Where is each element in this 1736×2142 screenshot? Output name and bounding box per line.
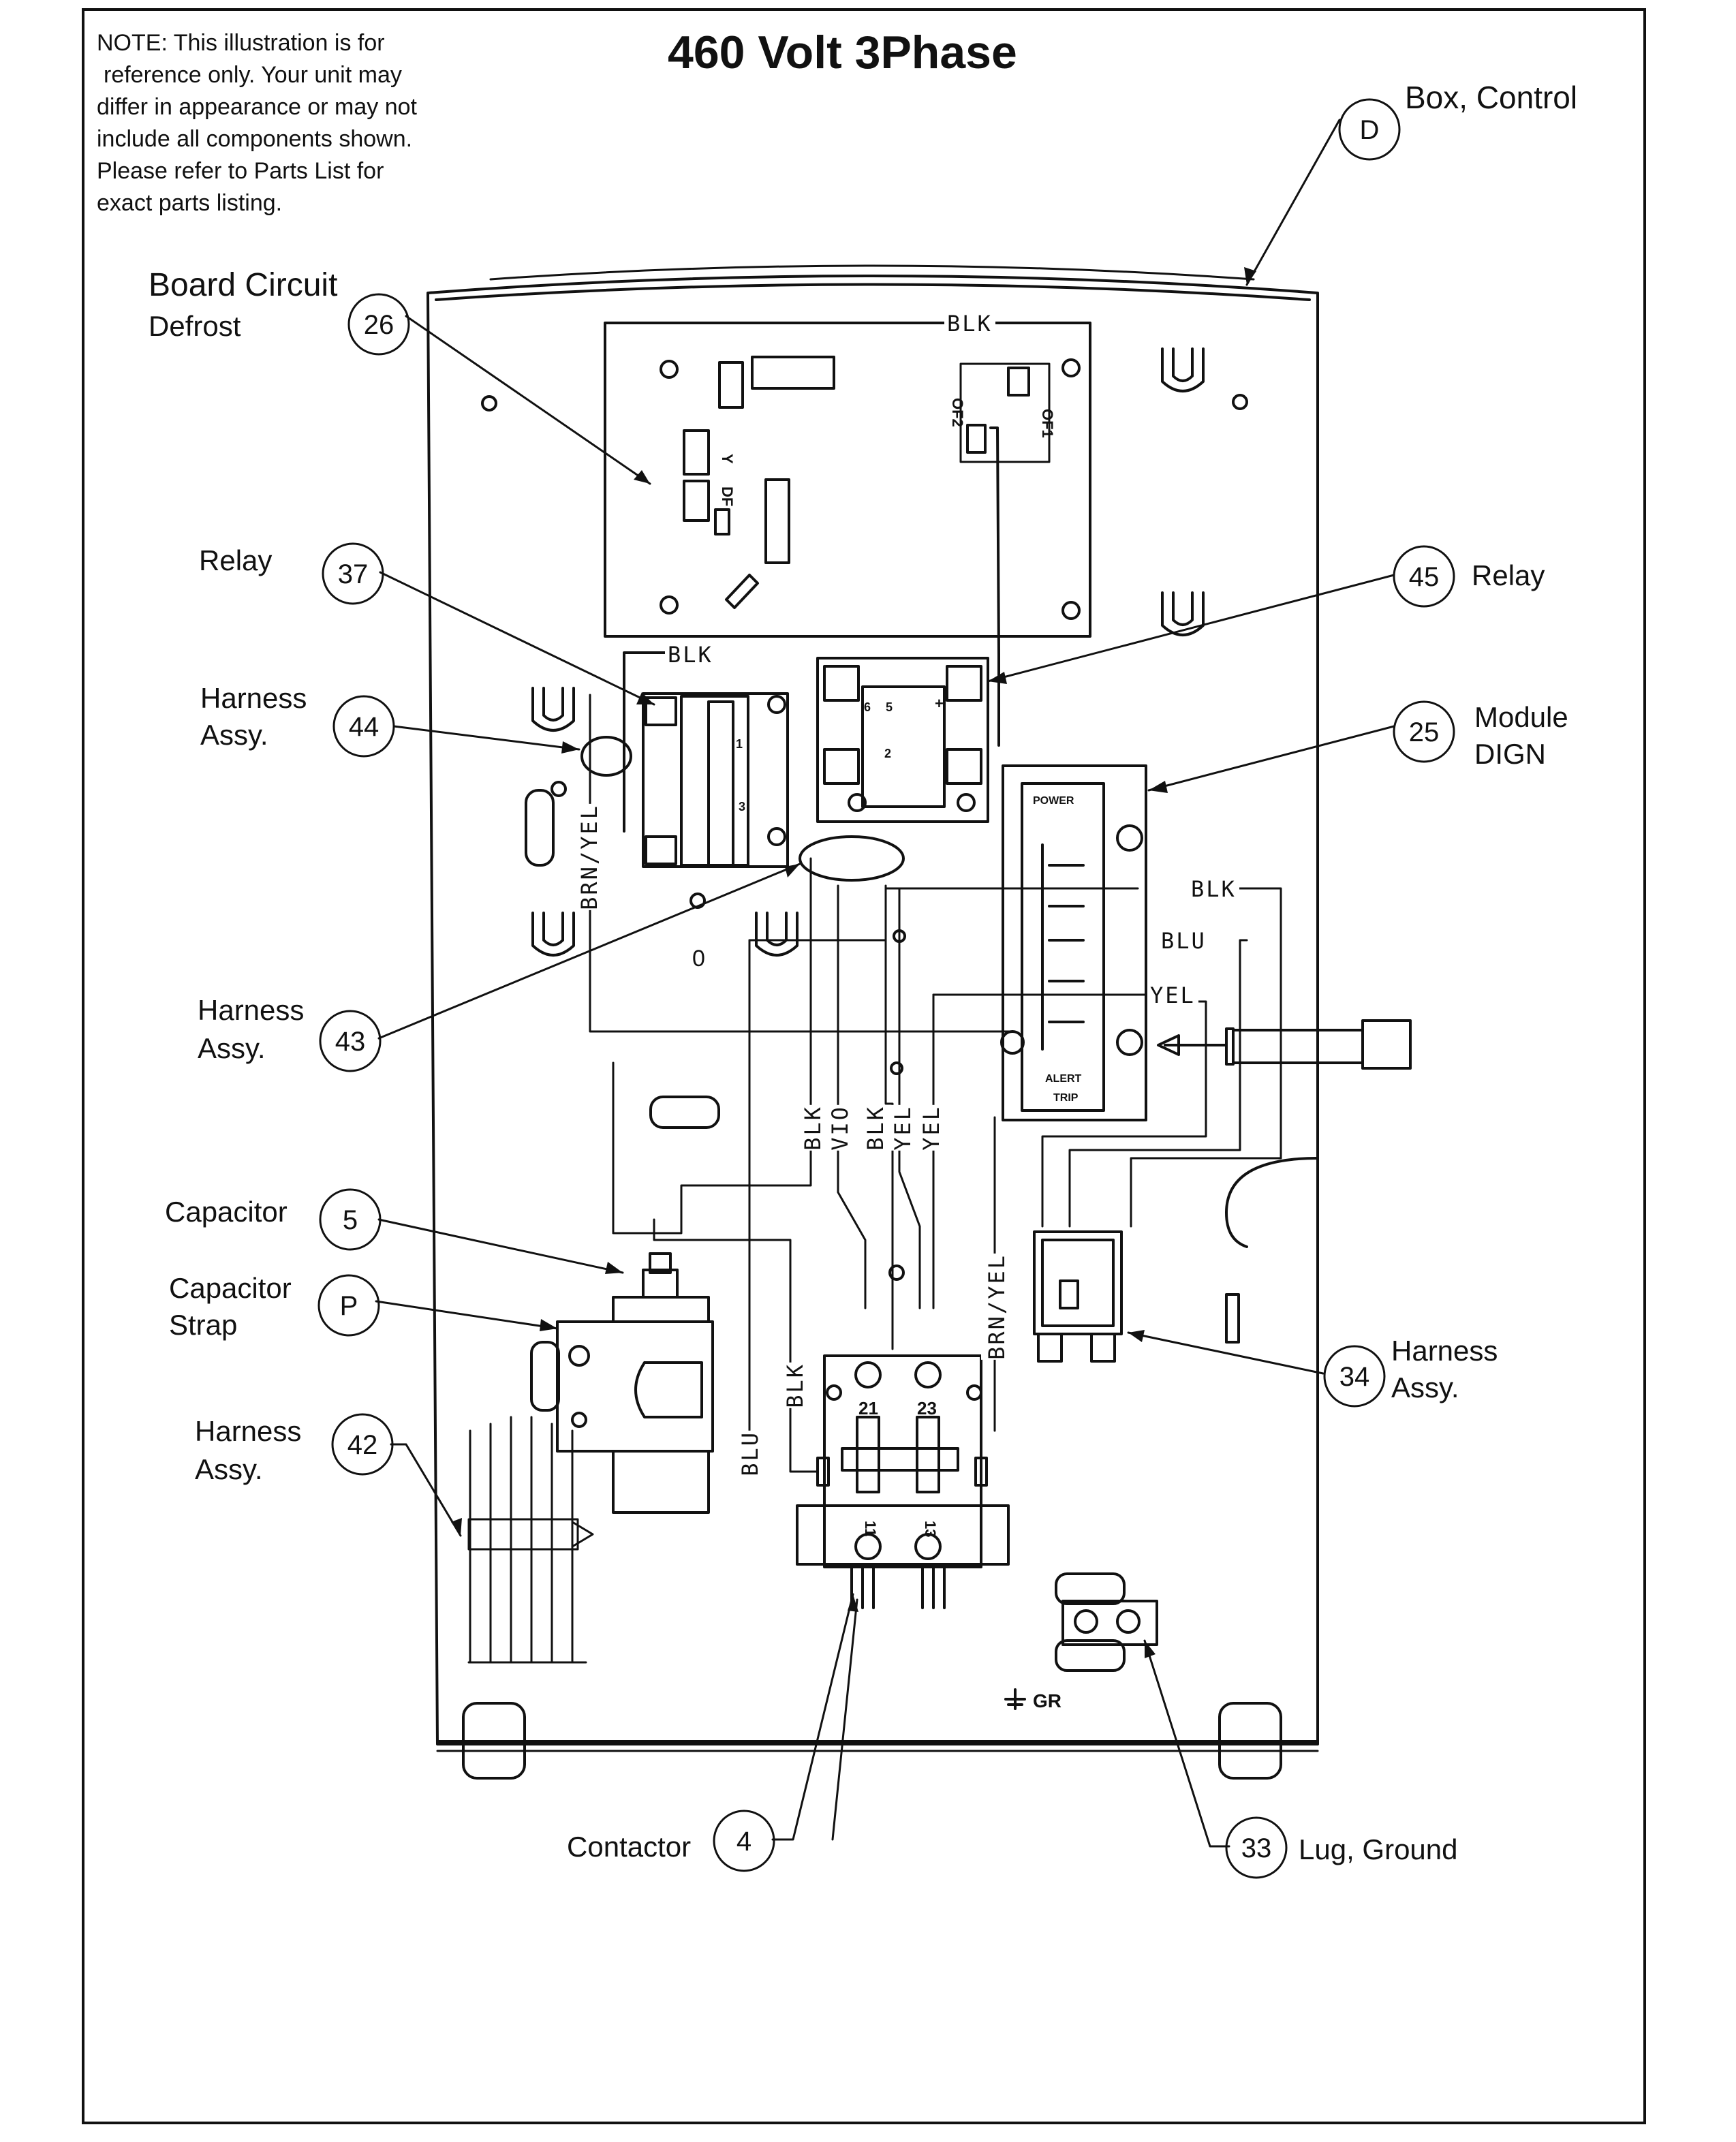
- y-label: Y: [719, 454, 736, 464]
- defrost-board: [604, 322, 1091, 747]
- wire-label-blk-module: BLK: [1188, 876, 1239, 902]
- label-harness-44-2: Assy.: [200, 719, 268, 751]
- power-label: POWER: [1033, 795, 1074, 807]
- wire-label-blu-contactor: BLU: [734, 1431, 766, 1476]
- of2-label: OF2: [949, 398, 966, 427]
- harness-42: [467, 1416, 594, 1664]
- ground-gr: GR: [1033, 1690, 1061, 1711]
- note-line: NOTE: This illustration is for: [97, 30, 385, 56]
- capacitor: [530, 1252, 714, 1514]
- callout-37: 37: [338, 559, 369, 589]
- callout-circles: [317, 98, 1455, 1879]
- wire-label-brn-yel-left: BRN/YEL: [574, 804, 605, 910]
- callout-D: D: [1360, 115, 1380, 145]
- terminal-13: 13: [922, 1521, 939, 1537]
- label-module-1: Module: [1474, 701, 1568, 733]
- relay-pin-3: 3: [739, 800, 745, 813]
- wire-label-blk-relay: BLK: [665, 642, 716, 668]
- wire-bundle: [612, 857, 996, 1473]
- label-capacitor: Capacitor: [165, 1196, 288, 1228]
- label-contactor: Contactor: [567, 1831, 692, 1863]
- label-box-control: Box, Control: [1405, 80, 1578, 115]
- reference-note: NOTE: This illustration is for reference…: [97, 27, 506, 219]
- relay-pin-6: 6: [864, 700, 871, 714]
- trip-label: TRIP: [1053, 1092, 1079, 1104]
- wire-label-bundle-yel: YEL: [887, 1105, 918, 1151]
- wire-label-blk-board: BLK: [944, 311, 995, 337]
- dign-module: [1000, 764, 1412, 1121]
- label-lug-ground: Lug, Ground: [1299, 1833, 1458, 1865]
- zero-mark: 0: [692, 946, 705, 972]
- module-wires: [589, 694, 1282, 1446]
- label-harness-34-1: Harness: [1391, 1335, 1498, 1367]
- callout-43: 43: [335, 1027, 366, 1057]
- callout-44: 44: [349, 712, 379, 742]
- note-line: Please refer to Parts List for: [97, 158, 384, 184]
- label-defrost: Defrost: [149, 310, 241, 342]
- note-line: reference only. Your unit may: [104, 62, 402, 88]
- label-harness-43-2: Assy.: [198, 1032, 266, 1064]
- ground-lug: [1004, 1572, 1158, 1710]
- label-capacitor-strap-2: Strap: [169, 1309, 238, 1341]
- label-relay-37: Relay: [199, 544, 273, 576]
- callout-45: 45: [1409, 562, 1440, 592]
- relay-pin-plus: +: [935, 695, 944, 712]
- wire-label-blk-contactor: BLK: [779, 1363, 811, 1408]
- relay-pin-2: 2: [884, 747, 891, 760]
- wire-label-yel-module: YEL: [1147, 982, 1198, 1008]
- note-line: differ in appearance or may not: [97, 94, 417, 120]
- relay-37: [623, 651, 789, 868]
- label-harness-43-1: Harness: [198, 994, 305, 1026]
- label-relay-45: Relay: [1472, 559, 1545, 591]
- callout-25: 25: [1409, 717, 1440, 747]
- wire-label-blu-module: BLU: [1158, 928, 1209, 954]
- callout-5: 5: [343, 1205, 358, 1235]
- label-capacitor-strap-1: Capacitor: [169, 1272, 292, 1304]
- note-line: include all components shown.: [97, 126, 413, 152]
- label-harness-42-1: Harness: [195, 1415, 302, 1447]
- label-harness-44-1: Harness: [200, 682, 307, 714]
- label-harness-34-2: Assy.: [1391, 1371, 1459, 1403]
- label-board-circuit: Board Circuit: [149, 267, 338, 303]
- callout-33: 33: [1241, 1833, 1272, 1863]
- contactor: [796, 1264, 1010, 1609]
- terminal-23: 23: [917, 1398, 937, 1418]
- callout-34: 34: [1339, 1362, 1370, 1392]
- callout-26: 26: [364, 310, 394, 340]
- control-box-panel: [427, 264, 1319, 1780]
- df-label: DF: [719, 486, 736, 506]
- note-line: exact parts listing.: [97, 190, 283, 216]
- page-title: 460 Volt 3Phase: [668, 27, 1017, 78]
- callout-42: 42: [347, 1430, 378, 1460]
- relay-pin-5: 5: [886, 700, 893, 714]
- alert-label: ALERT: [1045, 1073, 1082, 1085]
- leader-lines: [375, 119, 1395, 1848]
- relay-45: [580, 657, 989, 882]
- label-module-2: DIGN: [1474, 738, 1546, 770]
- wire-label-brn-yel-right: BRN/YEL: [981, 1254, 1012, 1360]
- relay-pin-1: 1: [736, 737, 743, 751]
- terminal-11: 11: [862, 1521, 879, 1536]
- callout-P: P: [340, 1291, 358, 1321]
- wire-label-bundle-yel-2: YEL: [916, 1105, 947, 1151]
- harness-34-plug: [1033, 1230, 1123, 1363]
- terminal-21: 21: [858, 1398, 878, 1418]
- wire-label-bundle-vio: VIO: [824, 1105, 856, 1151]
- arrowheads: [451, 267, 1256, 1658]
- callout-4: 4: [737, 1827, 751, 1857]
- label-harness-42-2: Assy.: [195, 1453, 263, 1485]
- of1-label: OF1: [1039, 409, 1056, 438]
